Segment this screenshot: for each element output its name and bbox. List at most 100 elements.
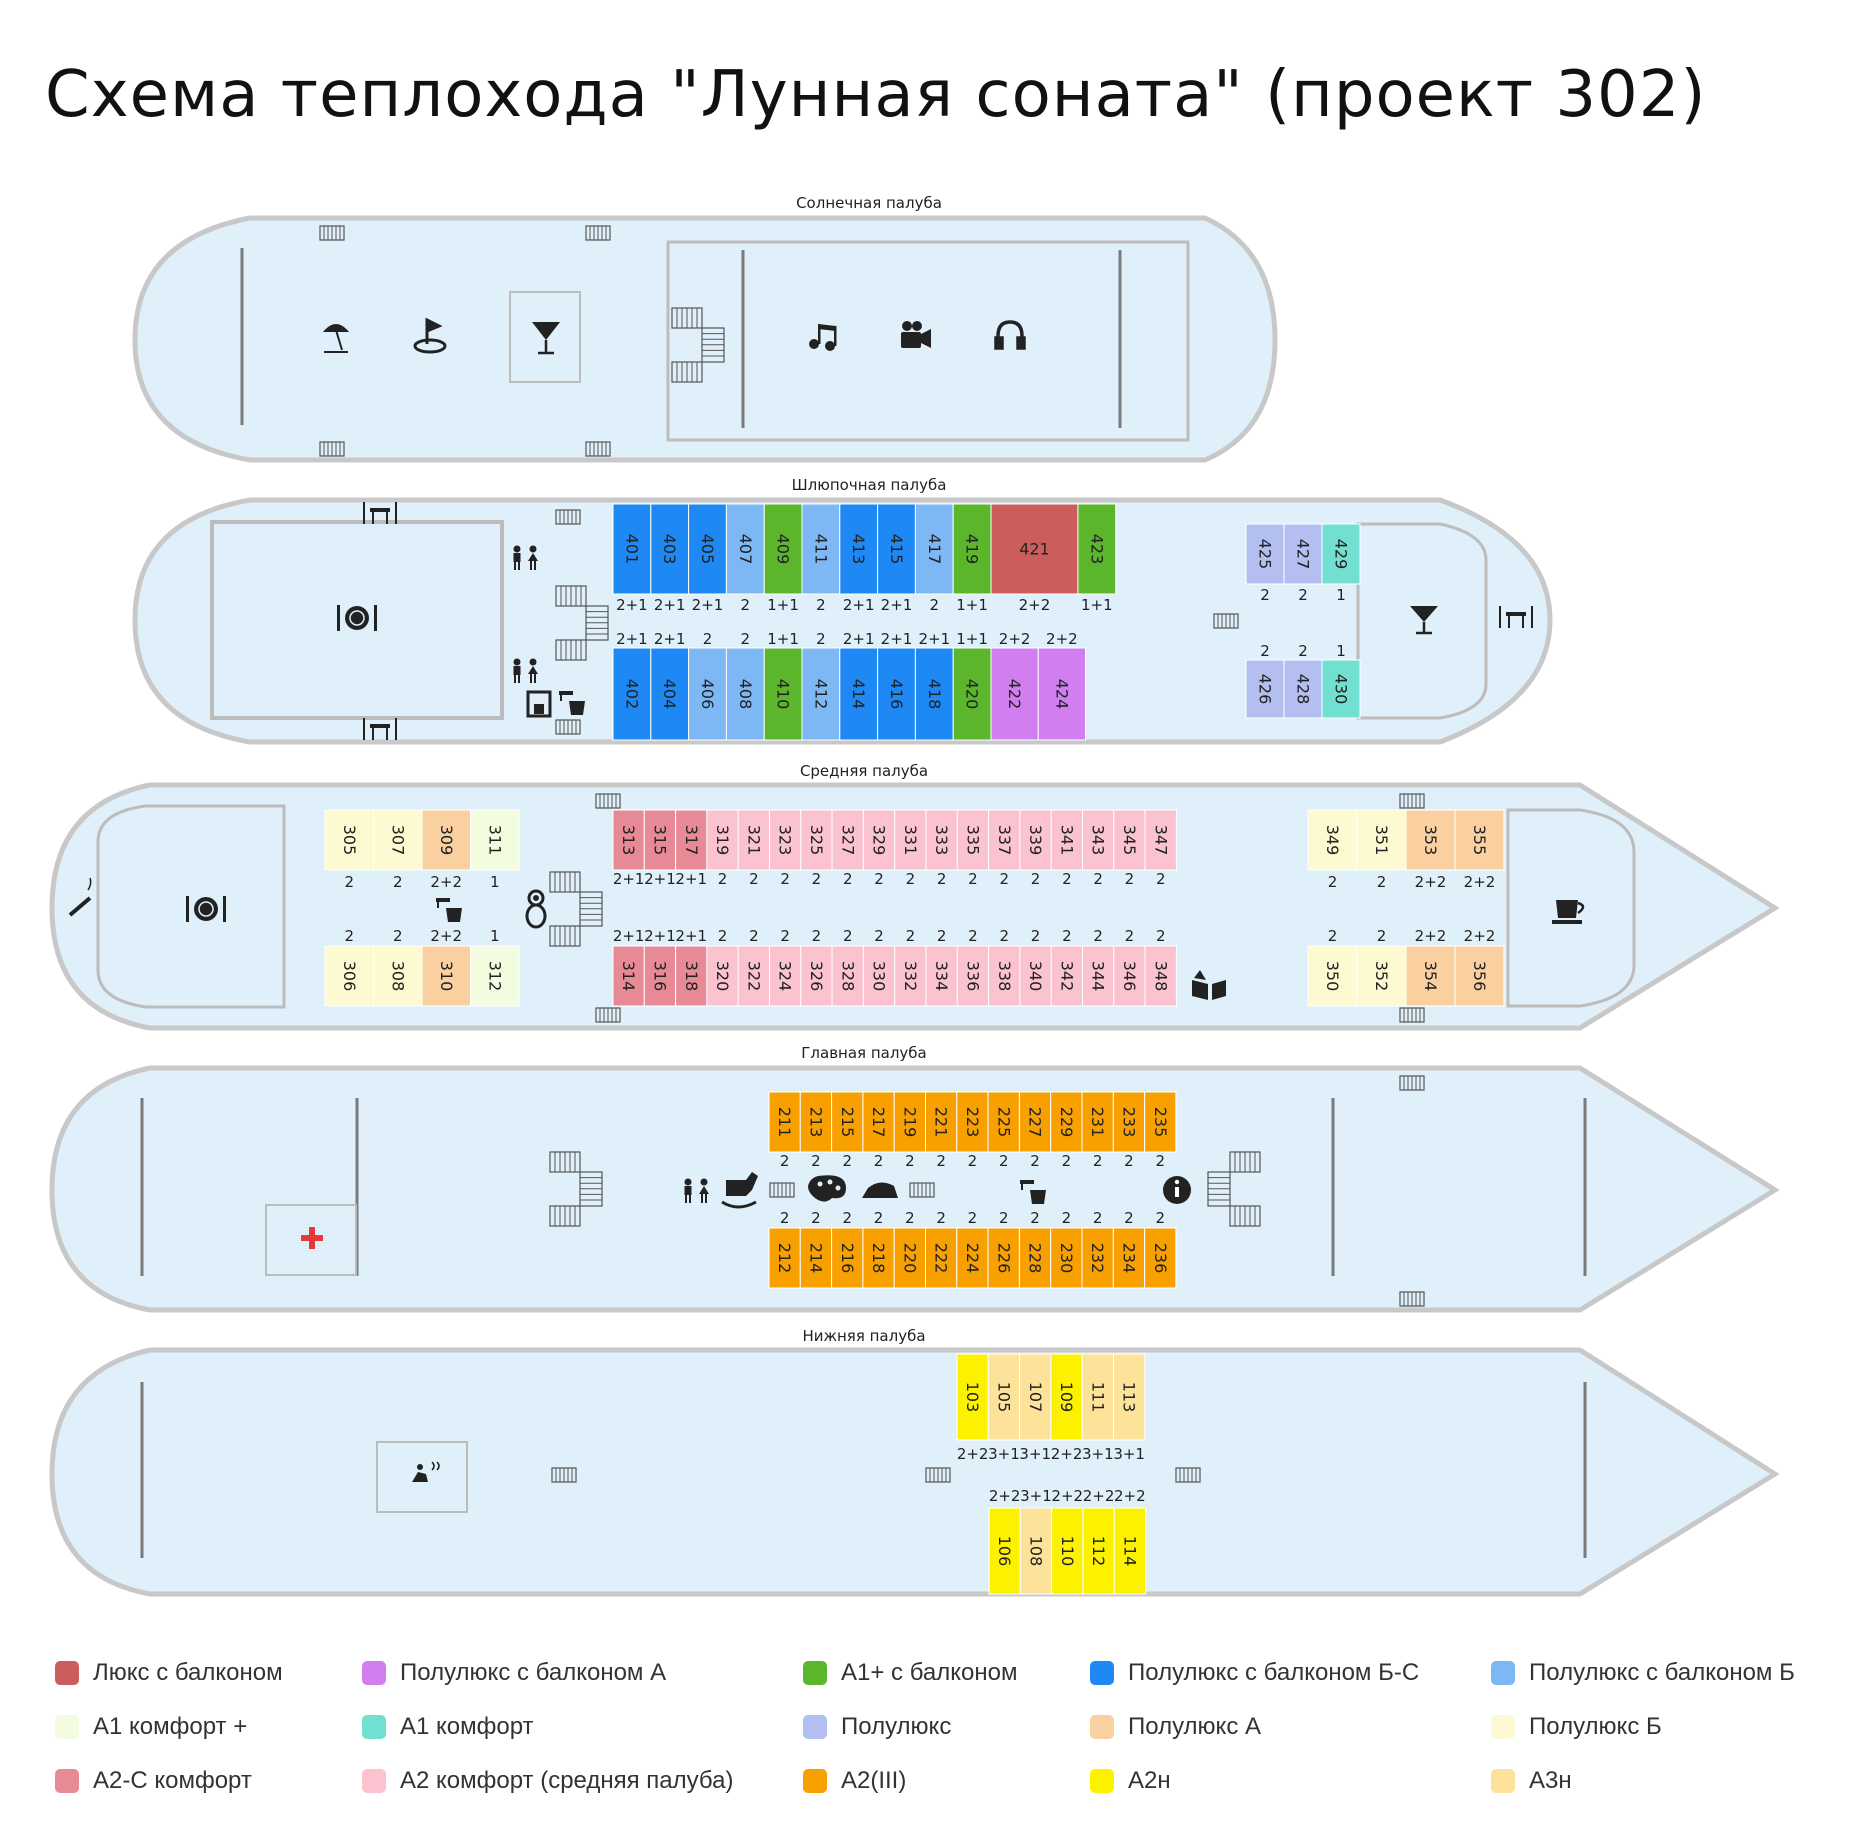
cabin-220[interactable]: 2202 (893, 1209, 927, 1289)
cabin-347[interactable]: 3472 (1144, 809, 1177, 888)
cabin-225[interactable]: 2252 (987, 1091, 1020, 1170)
cabin-403[interactable]: 4032+1 (650, 503, 690, 614)
cabin-424[interactable]: 4242+2 (1037, 630, 1086, 741)
cabin-311[interactable]: 3111 (470, 809, 520, 891)
cabin-332[interactable]: 3322 (894, 927, 927, 1007)
cabin-235[interactable]: 2352 (1144, 1091, 1177, 1170)
cabin-105[interactable]: 1053+1 (987, 1353, 1021, 1463)
cabin-111[interactable]: 1113+1 (1081, 1353, 1114, 1463)
cabin-321[interactable]: 3212 (737, 809, 771, 888)
cabin-356[interactable]: 3562+2 (1454, 927, 1505, 1007)
cabin-353[interactable]: 3532+2 (1405, 809, 1456, 891)
cabin-110[interactable]: 1102+2 (1051, 1487, 1084, 1595)
cabin-312[interactable]: 3121 (470, 927, 520, 1007)
cabin-429[interactable]: 4291 (1321, 523, 1361, 604)
cabin-113[interactable]: 1133+1 (1113, 1353, 1146, 1463)
cabin-331[interactable]: 3312 (894, 809, 927, 888)
cabin-305[interactable]: 3052 (324, 809, 374, 891)
cabin-114[interactable]: 1142+2 (1113, 1487, 1146, 1595)
cabin-326[interactable]: 3262 (800, 927, 833, 1007)
cabin-234[interactable]: 2342 (1112, 1209, 1146, 1289)
cabin-334[interactable]: 3342 (925, 927, 958, 1007)
cabin-310[interactable]: 3102+2 (421, 927, 471, 1007)
cabin-319[interactable]: 3192 (706, 809, 739, 888)
cabin-228[interactable]: 2282 (1018, 1209, 1052, 1289)
cabin-229[interactable]: 2292 (1050, 1091, 1083, 1170)
cabin-307[interactable]: 3072 (373, 809, 423, 891)
cabin-406[interactable]: 4062 (688, 630, 727, 741)
cabin-221[interactable]: 2212 (925, 1091, 958, 1170)
cabin-323[interactable]: 3232 (769, 809, 802, 888)
cabin-405[interactable]: 4052+1 (688, 503, 727, 614)
cabin-219[interactable]: 2192 (893, 1091, 927, 1170)
cabin-232[interactable]: 2322 (1081, 1209, 1114, 1289)
cabin-226[interactable]: 2262 (987, 1209, 1020, 1289)
cabin-338[interactable]: 3382 (988, 927, 1021, 1007)
cabin-418[interactable]: 4182+1 (914, 630, 954, 741)
cabin-351[interactable]: 3512 (1356, 809, 1407, 891)
cabin-330[interactable]: 3302 (862, 927, 896, 1007)
cabin-408[interactable]: 4082 (725, 630, 765, 741)
cabin-413[interactable]: 4132+1 (839, 503, 879, 614)
cabin-402[interactable]: 4022+1 (612, 630, 652, 741)
cabin-211[interactable]: 2112 (768, 1091, 801, 1170)
cabin-212[interactable]: 2122 (768, 1209, 801, 1289)
cabin-318[interactable]: 3182+1 (675, 927, 708, 1007)
cabin-425[interactable]: 4252 (1245, 523, 1285, 604)
cabin-422[interactable]: 4222+2 (990, 630, 1039, 741)
cabin-423[interactable]: 4231+1 (1077, 503, 1117, 614)
cabin-231[interactable]: 2312 (1081, 1091, 1114, 1170)
cabin-354[interactable]: 3542+2 (1405, 927, 1456, 1007)
cabin-415[interactable]: 4152+1 (877, 503, 916, 614)
cabin-427[interactable]: 4272 (1283, 523, 1323, 604)
cabin-236[interactable]: 2362 (1144, 1209, 1177, 1289)
cabin-352[interactable]: 3522 (1356, 927, 1407, 1007)
cabin-420[interactable]: 4201+1 (952, 630, 992, 741)
cabin-315[interactable]: 3152+1 (643, 809, 677, 888)
cabin-327[interactable]: 3272 (831, 809, 864, 888)
cabin-412[interactable]: 4122 (801, 630, 841, 741)
cabin-106[interactable]: 1062+2 (988, 1487, 1021, 1595)
cabin-428[interactable]: 4282 (1283, 642, 1323, 719)
cabin-355[interactable]: 3552+2 (1454, 809, 1505, 891)
cabin-335[interactable]: 3352 (956, 809, 990, 888)
cabin-108[interactable]: 1083+1 (1019, 1487, 1053, 1595)
cabin-218[interactable]: 2182 (862, 1209, 895, 1289)
cabin-341[interactable]: 3412 (1050, 809, 1083, 888)
cabin-409[interactable]: 4091+1 (763, 503, 803, 614)
cabin-316[interactable]: 3162+1 (643, 927, 677, 1007)
cabin-401[interactable]: 4012+1 (612, 503, 652, 614)
cabin-230[interactable]: 2302 (1050, 1209, 1083, 1289)
cabin-324[interactable]: 3242 (769, 927, 802, 1007)
cabin-320[interactable]: 3202 (706, 927, 739, 1007)
cabin-227[interactable]: 2272 (1018, 1091, 1052, 1170)
cabin-112[interactable]: 1122+2 (1082, 1487, 1115, 1595)
cabin-342[interactable]: 3422 (1050, 927, 1083, 1007)
cabin-417[interactable]: 4172 (914, 503, 954, 614)
cabin-313[interactable]: 3132+1 (612, 809, 645, 888)
cabin-103[interactable]: 1032+2 (956, 1353, 989, 1463)
cabin-233[interactable]: 2332 (1112, 1091, 1146, 1170)
cabin-348[interactable]: 3482 (1144, 927, 1177, 1007)
cabin-407[interactable]: 4072 (725, 503, 765, 614)
cabin-344[interactable]: 3442 (1082, 927, 1115, 1007)
cabin-216[interactable]: 2162 (831, 1209, 864, 1289)
cabin-414[interactable]: 4142+1 (839, 630, 879, 741)
cabin-337[interactable]: 3372 (988, 809, 1021, 888)
cabin-416[interactable]: 4162+1 (877, 630, 916, 741)
cabin-426[interactable]: 4262 (1245, 642, 1285, 719)
cabin-350[interactable]: 3502 (1307, 927, 1358, 1007)
cabin-309[interactable]: 3092+2 (421, 809, 471, 891)
cabin-215[interactable]: 2152 (831, 1091, 864, 1170)
cabin-411[interactable]: 4112 (801, 503, 841, 614)
cabin-317[interactable]: 3172+1 (675, 809, 708, 888)
cabin-336[interactable]: 3362 (956, 927, 990, 1007)
cabin-349[interactable]: 3492 (1307, 809, 1358, 891)
cabin-328[interactable]: 3282 (831, 927, 864, 1007)
cabin-222[interactable]: 2222 (925, 1209, 958, 1289)
cabin-419[interactable]: 4191+1 (952, 503, 992, 614)
cabin-430[interactable]: 4301 (1321, 642, 1361, 719)
cabin-217[interactable]: 2172 (862, 1091, 895, 1170)
cabin-410[interactable]: 4101+1 (763, 630, 803, 741)
cabin-340[interactable]: 3402 (1019, 927, 1052, 1007)
